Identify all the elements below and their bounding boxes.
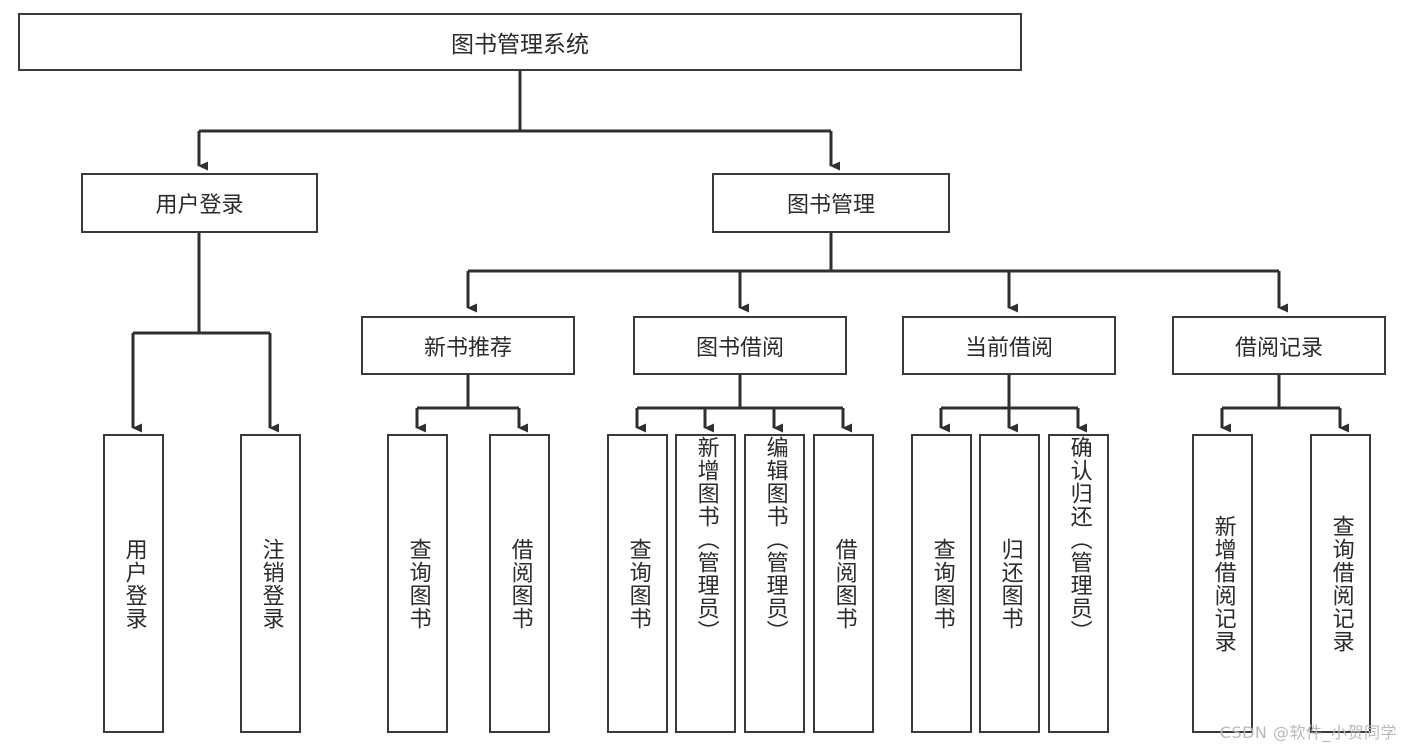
leaf-label: 新增图书（管理员） bbox=[693, 436, 719, 643]
node-borrow-record[interactable]: 借阅记录 bbox=[1172, 316, 1386, 375]
leaf-label: 注销登录 bbox=[258, 537, 284, 630]
leaf-borrow-record-add[interactable]: 新增借阅记录 bbox=[1192, 434, 1253, 733]
leaf-user-login-login[interactable]: 用户登录 bbox=[103, 434, 164, 733]
leaf-new-book-query[interactable]: 查询图书 bbox=[387, 434, 448, 733]
node-user-login[interactable]: 用户登录 bbox=[81, 173, 318, 233]
node-label: 当前借阅 bbox=[964, 335, 1053, 361]
node-label: 图书管理系统 bbox=[451, 32, 589, 58]
leaf-label: 查询图书 bbox=[625, 537, 651, 630]
leaf-label: 查询图书 bbox=[405, 537, 431, 630]
leaf-label: 新增借阅记录 bbox=[1210, 514, 1236, 653]
leaf-book-borrow-add[interactable]: 新增图书（管理员） bbox=[675, 434, 736, 733]
node-book-borrow[interactable]: 图书借阅 bbox=[633, 316, 847, 375]
leaf-borrow-record-query[interactable]: 查询借阅记录 bbox=[1310, 434, 1371, 733]
node-label: 图书管理 bbox=[786, 193, 875, 218]
leaf-label: 用户登录 bbox=[121, 537, 147, 630]
leaf-label: 查询借阅记录 bbox=[1328, 514, 1354, 653]
node-label: 借阅记录 bbox=[1234, 335, 1323, 361]
node-label: 新书推荐 bbox=[423, 335, 512, 361]
leaf-current-borrow-query[interactable]: 查询图书 bbox=[911, 434, 972, 733]
node-new-book-recommend[interactable]: 新书推荐 bbox=[361, 316, 575, 375]
leaf-book-borrow-edit[interactable]: 编辑图书（管理员） bbox=[744, 434, 805, 733]
leaf-current-borrow-return[interactable]: 归还图书 bbox=[979, 434, 1040, 733]
leaf-label: 归还图书 bbox=[997, 537, 1023, 630]
leaf-user-login-logout[interactable]: 注销登录 bbox=[240, 434, 301, 733]
node-book-management[interactable]: 图书管理 bbox=[712, 173, 950, 233]
node-label: 用户登录 bbox=[155, 193, 244, 218]
leaf-label: 查询图书 bbox=[929, 537, 955, 630]
leaf-current-borrow-confirm-return[interactable]: 确认归还（管理员） bbox=[1048, 434, 1109, 733]
leaf-label: 借阅图书 bbox=[831, 537, 857, 630]
leaf-book-borrow-borrow[interactable]: 借阅图书 bbox=[813, 434, 874, 733]
node-label: 图书借阅 bbox=[695, 335, 784, 361]
node-root-system[interactable]: 图书管理系统 bbox=[18, 13, 1022, 71]
leaf-label: 确认归还（管理员） bbox=[1066, 436, 1092, 643]
watermark-text: CSDN @软件_小贺同学 bbox=[1219, 723, 1397, 742]
leaf-new-book-borrow[interactable]: 借阅图书 bbox=[489, 434, 550, 733]
leaf-label: 借阅图书 bbox=[507, 537, 533, 630]
node-current-borrow[interactable]: 当前借阅 bbox=[902, 316, 1116, 375]
leaf-book-borrow-query[interactable]: 查询图书 bbox=[607, 434, 668, 733]
leaf-label: 编辑图书（管理员） bbox=[762, 436, 788, 643]
